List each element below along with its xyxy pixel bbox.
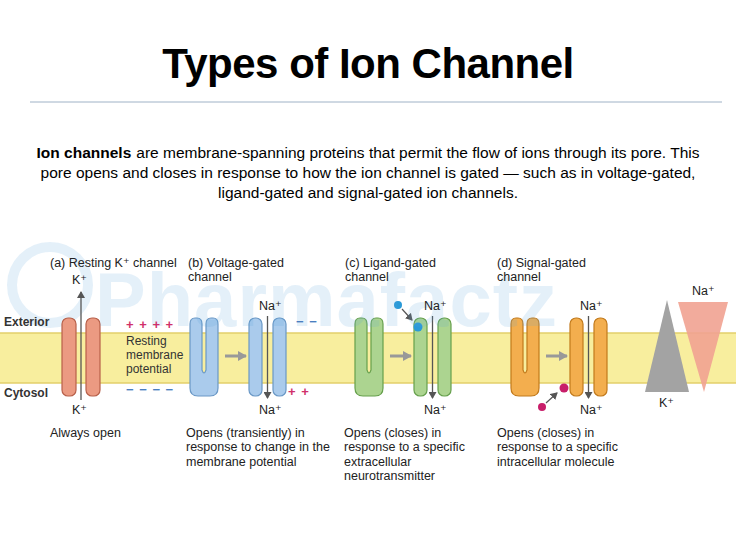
ion-label: Na⁺ [259,403,287,417]
title: Types of Ion Channel [0,40,736,88]
charge-sign: + + + + [126,318,186,333]
channel-heading: (b) Voltage-gated channel [188,256,318,285]
side-label: Exterior [4,316,64,330]
channel-heading: (c) Ligand-gated channel [345,256,475,285]
channel-description: Always open [50,426,170,440]
channel-heading: (a) Resting K⁺ channel [50,256,180,270]
title-rule [30,102,722,103]
na-gradient-triangle [678,302,728,392]
resting-k-channel [62,292,100,400]
intro-text: are membrane-spanning proteins that perm… [41,144,700,201]
side-label: Cytosol [4,387,64,401]
ion-label: K⁺ [72,273,96,287]
membrane-note: Resting membrane potential [126,335,196,376]
ion-label: Na⁺ [259,299,287,313]
signal-molecule [538,384,569,412]
intro-paragraph: Ion channelsare membrane-spanning protei… [30,143,706,203]
channel-description: Opens (closes) in response to a specific… [497,426,637,469]
ion-label: Na⁺ [580,403,608,417]
ion-label: Na⁺ [692,284,722,298]
intro-term: Ion channels [37,144,132,161]
charge-sign: + + [288,385,318,400]
channel-description: Opens (transiently) in response to chang… [186,426,338,469]
ion-label: K⁺ [659,396,687,410]
ion-label: K⁺ [72,403,96,417]
charge-sign: − − − − [126,383,186,398]
ion-label: Na⁺ [580,299,608,313]
channel-description: Opens (closes) in response to a specific… [344,426,492,484]
charge-sign: − − [296,315,326,330]
channel-heading: (d) Signal-gated channel [497,256,627,285]
ion-label: Na⁺ [424,403,452,417]
ion-label: Na⁺ [424,299,452,313]
